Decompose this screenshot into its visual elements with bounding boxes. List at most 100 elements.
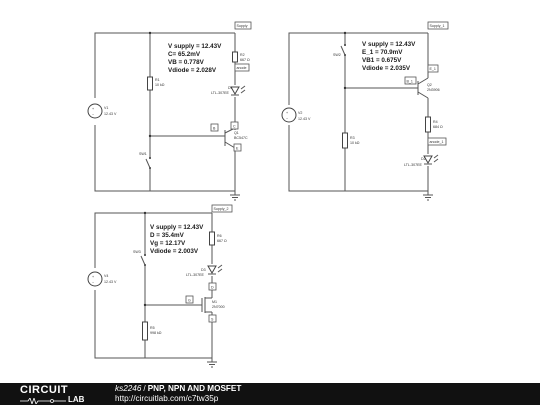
svg-text:+: + [92,275,94,279]
annotation-circuit-2: V supply = 12.43V E_1 = 70.9mV VB1 = 0.6… [362,41,416,72]
svg-text:Vdiode = 2.035V: Vdiode = 2.035V [362,65,411,72]
d2-part: LTL-307EE [404,163,423,167]
d2-name: D2 [421,157,426,161]
flag-supply-1: Supply_1 [427,21,449,30]
voltage-source-v2: + − V2 12.43 V [281,107,311,123]
circuit-pnp: + − V2 12.43 V SW2 R3 10 kΩ Q2 2N3906 [281,21,449,201]
r6-name: R6 [217,234,222,238]
svg-text:D = 35.4mV: D = 35.4mV [150,232,185,239]
voltage-source-v1: + − V1 12.43 V [87,103,117,119]
r6-value: 667 Ω [217,239,227,243]
resistor-r6: R6 667 Ω [209,231,227,246]
svg-text:C= 65.2mV: C= 65.2mV [168,51,201,58]
svg-text:anode: anode [237,66,247,70]
svg-text:V supply = 12.43V: V supply = 12.43V [168,43,222,50]
footer-bar: CIRCUIT LAB ks2246/PNP, NPN AND MOSFET h… [0,383,540,405]
svg-text:Supply: Supply [237,24,248,28]
svg-text:−: − [92,281,94,285]
led-d2: D2 LTL-307EE [404,154,439,167]
sw2-label: SW2 [333,53,341,57]
logo-text-circuit: CIRCUIT [20,384,69,396]
r5-value: 998 kΩ [150,331,162,335]
resistor-r5: R5 998 kΩ [142,321,162,341]
schematic-canvas: + − V1 12.43 V R1 10 kΩ R2 667 Ω D1 LTL-… [87,21,449,368]
author-link[interactable]: ks2246 [115,384,142,393]
logo-text-lab: LAB [67,395,86,404]
voltage-source-v4: + − V4 12.43 V [87,271,117,287]
q1-name: Q1 [234,131,239,135]
resistor-r4: R4 684 Ω [425,116,443,133]
ground-2 [423,191,433,201]
v2-name: V2 [298,111,302,115]
r5-name: R5 [150,326,155,330]
flag-anode-1: anode_1 [427,137,447,146]
transistor-q2: Q2 2N3906 B_1 [404,76,440,99]
svg-text:anode_1: anode_1 [430,140,444,144]
svg-text:+: + [92,107,94,111]
flag-supply: Supply [234,21,252,30]
transistor-q1: Q1 BC547C B C E [210,121,248,152]
flag-anode: anode [234,63,250,72]
q1-pin-c: C [233,125,236,129]
circuitlab-logo[interactable]: CIRCUIT LAB [20,384,94,404]
v2-value: 12.43 V [298,117,311,121]
m1-name: M1 [212,300,217,304]
logo-waveform-icon [20,398,66,404]
q1-part: BC547C [234,136,248,140]
circuit-url[interactable]: http://circuitlab.com/c7tw35p [115,394,219,403]
svg-text:Supply_2: Supply_2 [214,207,229,211]
svg-text:−: − [286,117,288,121]
svg-text:Supply_1: Supply_1 [430,24,445,28]
m1-pin-s: S [211,318,214,322]
r1-name: R1 [155,78,160,82]
v4-value: 12.43 V [104,280,117,284]
r4-name: R4 [433,120,438,124]
svg-text:V supply = 12.43V: V supply = 12.43V [362,41,416,48]
circuit-mosfet: + − V4 12.43 V SW3 R5 998 kΩ R6 667 Ω [87,204,233,368]
led-d1: D1 LTL-307EE [211,85,246,96]
svg-text:E_1: E_1 [430,67,436,71]
r3-name: R3 [350,136,355,140]
led-d3: D3 LTL-307EE [186,264,223,277]
v4-name: V4 [104,274,108,278]
d3-name: D3 [201,268,206,272]
transistor-m1: M1 2N7000 D G S [185,282,225,323]
annotation-circuit-1: V supply = 12.43V C= 65.2mV VB = 0.778V … [168,43,222,74]
svg-text:VB = 0.778V: VB = 0.778V [168,59,205,66]
flag-supply-2: Supply_2 [211,204,233,213]
m1-pin-g: G [188,299,191,303]
flag-e-1: E_1 [427,64,439,73]
q1-pin-b: B [213,127,216,131]
resistor-r2: R2 667 Ω [232,51,250,63]
resistor-r1: R1 10 kΩ [147,76,165,91]
sw1-label: SW1 [139,152,147,156]
d1-part: LTL-307EE [211,91,230,95]
ground-3 [207,358,217,368]
q2-part: 2N3906 [427,88,440,92]
d1-name: D1 [228,86,233,90]
svg-text:+: + [286,111,288,115]
switch-sw1: SW1 [139,152,151,169]
r1-value: 10 kΩ [155,83,165,87]
m1-part: 2N7000 [212,305,225,309]
d3-part: LTL-307EE [186,273,205,277]
svg-text:Vg = 12.17V: Vg = 12.17V [150,240,186,247]
svg-text:−: − [92,113,94,117]
ground-1 [230,191,240,201]
q1-pin-e: E [236,147,239,151]
q2-name: Q2 [427,83,432,87]
svg-text:Vdiode = 2.003V: Vdiode = 2.003V [150,248,199,255]
m1-pin-d: D [211,286,214,290]
switch-sw2: SW2 [333,44,346,57]
svg-text:E_1 = 70.9mV: E_1 = 70.9mV [362,49,403,56]
resistor-r3: R3 10 kΩ [342,132,360,149]
svg-text:Vdiode = 2.028V: Vdiode = 2.028V [168,67,217,74]
v1-value: 12.43 V [104,112,117,116]
switch-sw3: SW3 [133,250,146,266]
r4-value: 684 Ω [433,125,443,129]
r3-value: 10 kΩ [350,141,360,145]
v1-name: V1 [104,106,108,110]
svg-text:V supply = 12.43V: V supply = 12.43V [150,224,204,231]
circuit-title: PNP, NPN AND MOSFET [147,384,242,393]
title-separator: / [143,384,146,393]
